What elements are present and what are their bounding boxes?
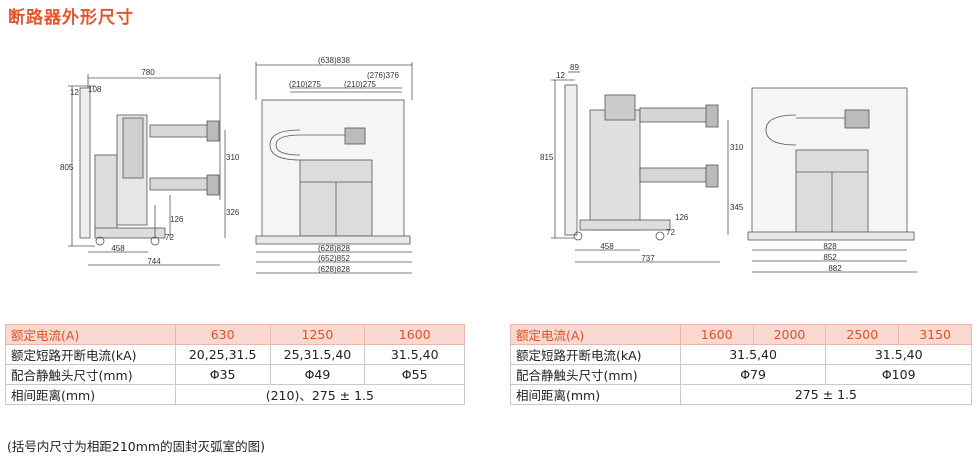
row-label: 额定短路开断电流(kA) xyxy=(5,344,176,365)
dim-text: (628)828 xyxy=(318,244,351,253)
header-value: 1250 xyxy=(269,324,366,345)
dim-text: (652)852 xyxy=(318,254,351,263)
dim-text: 72 xyxy=(666,228,675,237)
header-value: 630 xyxy=(174,324,271,345)
dim-text: 458 xyxy=(111,244,125,253)
cell: Φ49 xyxy=(269,364,366,385)
cell: Φ79 xyxy=(679,364,827,385)
dim-text: 12 xyxy=(70,88,79,97)
header-label: 额定电流(A) xyxy=(5,324,176,345)
header-label: 额定电流(A) xyxy=(510,324,681,345)
cell: Φ35 xyxy=(174,364,271,385)
header-value: 3150 xyxy=(898,324,972,345)
cell: Φ55 xyxy=(364,364,465,385)
dim-text: 12 xyxy=(556,71,565,80)
cell: Φ109 xyxy=(825,364,972,385)
dim-text: 126 xyxy=(675,213,689,222)
dim-text: 805 xyxy=(60,163,74,172)
left-front-view xyxy=(255,62,413,274)
dimension-drawings: 780 12 108 805 310 326 72 126 458 744 (6… xyxy=(60,56,917,274)
right-side-view xyxy=(551,71,729,263)
dim-text: (210)275 xyxy=(289,80,322,89)
spec-table-left: 额定电流(A) 630 1250 1600 额定短路开断电流(kA) 20,25… xyxy=(5,324,466,405)
row-label: 额定短路开断电流(kA) xyxy=(510,344,681,365)
dim-text: 310 xyxy=(226,153,240,162)
cell: 31.5,40 xyxy=(825,344,972,365)
row-label: 相间距离(mm) xyxy=(5,384,176,405)
header-value: 1600 xyxy=(679,324,754,345)
cell: 31.5,40 xyxy=(679,344,827,365)
dim-text: 126 xyxy=(170,215,184,224)
cell: 275 ± 1.5 xyxy=(679,384,973,405)
footnote: (括号内尺寸为相距210mm的固封灭弧室的图) xyxy=(7,439,265,454)
row-label: 配合静触头尺寸(mm) xyxy=(5,364,176,385)
dim-text: 852 xyxy=(823,253,837,262)
dim-text: (628)828 xyxy=(318,265,351,274)
dim-text: 326 xyxy=(226,208,240,217)
dim-text: 72 xyxy=(165,233,174,242)
dim-text: 828 xyxy=(823,242,837,251)
dim-text: 744 xyxy=(147,257,161,266)
row-label: 相间距离(mm) xyxy=(510,384,681,405)
right-front-view xyxy=(747,87,917,273)
page-title: 断路器外形尺寸 xyxy=(8,8,134,28)
spec-table-right: 额定电流(A) 1600 2000 2500 3150 额定短路开断电流(kA)… xyxy=(510,324,973,405)
dim-text: (276)376 xyxy=(367,71,400,80)
dim-text: 458 xyxy=(600,242,614,251)
row-label: 配合静触头尺寸(mm) xyxy=(510,364,681,385)
header-value: 2000 xyxy=(752,324,827,345)
dim-text: 89 xyxy=(570,63,579,72)
cell: 20,25,31.5 xyxy=(174,344,271,365)
dim-text: (210)275 xyxy=(344,80,377,89)
cell: (210)、275 ± 1.5 xyxy=(174,384,466,405)
dim-text: 780 xyxy=(141,68,155,77)
cell: 31.5,40 xyxy=(364,344,465,365)
header-value: 2500 xyxy=(825,324,900,345)
cell: 25,31.5,40 xyxy=(269,344,366,365)
dim-text: 815 xyxy=(540,153,554,162)
left-side-view xyxy=(68,74,226,266)
dim-text: 310 xyxy=(730,143,744,152)
dim-text: 737 xyxy=(641,254,655,263)
dim-text: 108 xyxy=(88,85,102,94)
dim-text: (638)838 xyxy=(318,56,351,65)
dim-text: 345 xyxy=(730,203,744,212)
dim-text: 882 xyxy=(828,264,842,273)
header-value: 1600 xyxy=(364,324,465,345)
